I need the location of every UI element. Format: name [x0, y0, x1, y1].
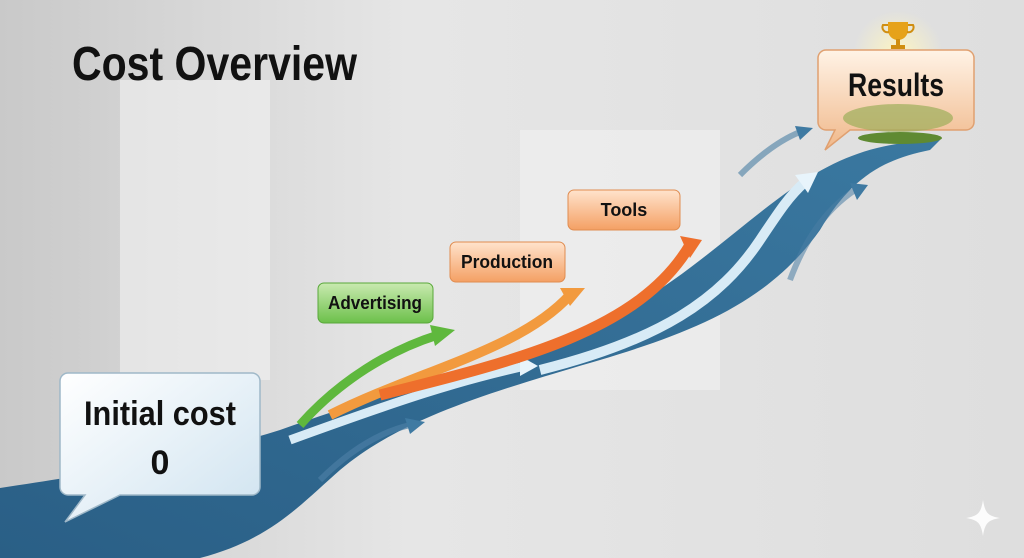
- advertising-label: Advertising: [328, 293, 422, 313]
- sparkle-icon: [966, 500, 1000, 536]
- flow-arrowhead: [795, 126, 813, 140]
- flow-arrowhead: [850, 183, 868, 200]
- advertising-arrow: [296, 330, 440, 428]
- flow-arrowhead: [405, 418, 425, 434]
- initial-cost-label: Initial cost: [84, 395, 236, 433]
- tools-label: Tools: [601, 200, 648, 220]
- results-bubble: Results: [817, 10, 975, 151]
- flow-arrow: [787, 187, 857, 282]
- tools-step: Tools: [567, 189, 681, 231]
- flow-arrowhead: [795, 172, 818, 193]
- flow-arrow: [288, 360, 531, 445]
- initial-cost-bubble: Initial cost 0: [59, 372, 261, 523]
- advertising-step: Advertising: [317, 282, 434, 324]
- flow-arrowhead: [520, 356, 538, 376]
- results-label: Results: [848, 67, 944, 103]
- background-window: [120, 80, 270, 380]
- flow-arrow: [737, 129, 802, 178]
- production-step: Production: [449, 241, 566, 283]
- production-arrow: [327, 291, 574, 420]
- trophy-icon: [881, 22, 915, 49]
- flow-arrow: [317, 422, 411, 483]
- advertising-arrowhead: [430, 325, 455, 346]
- flow-arrow: [538, 178, 809, 375]
- production-label: Production: [461, 252, 553, 272]
- initial-cost-value: 0: [151, 444, 170, 482]
- production-arrowhead: [560, 288, 585, 306]
- page-title: Cost Overview: [72, 38, 358, 91]
- tools-arrowhead: [680, 236, 702, 258]
- tools-arrow: [378, 242, 695, 401]
